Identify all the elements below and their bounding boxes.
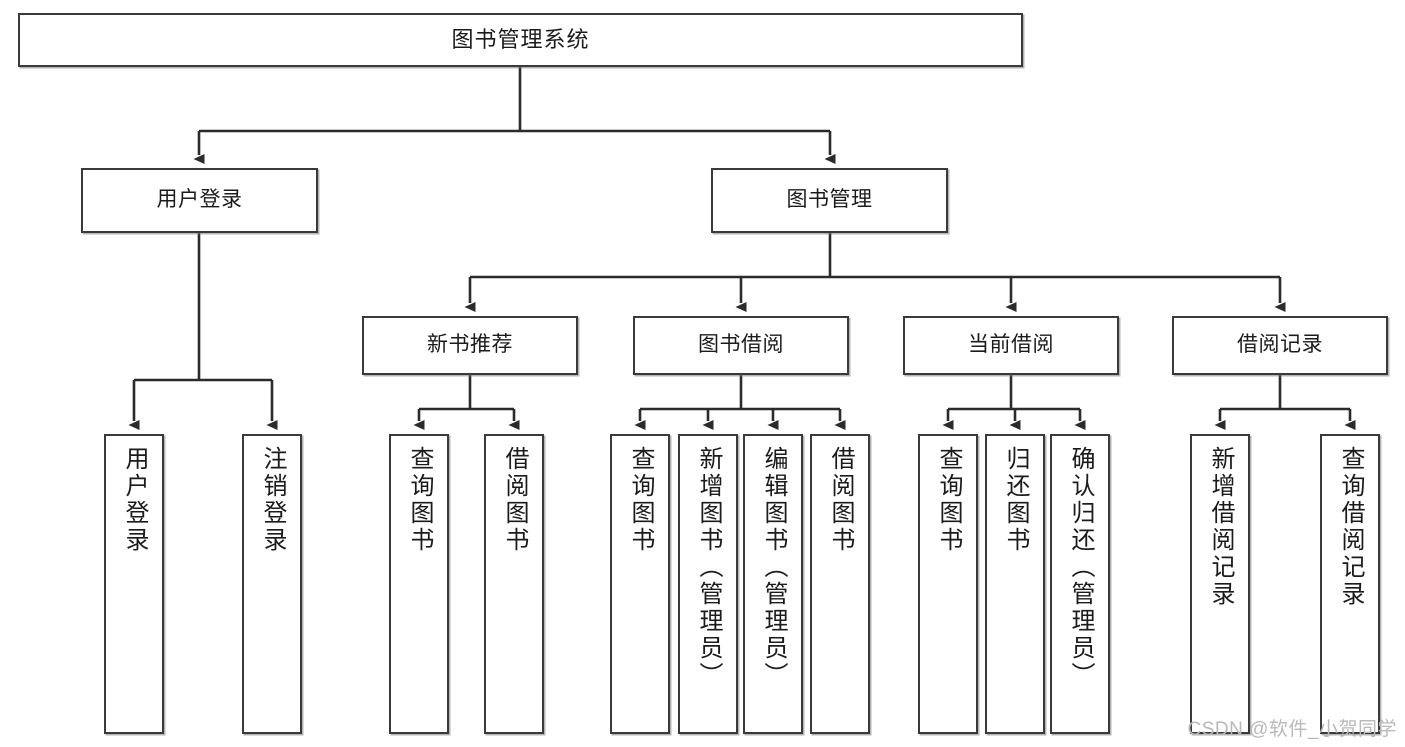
leaf-query-borrow-record[interactable]: 查询借阅记录 (1320, 434, 1380, 734)
leaf-borrow-book-recommend[interactable]: 借阅图书 (484, 434, 544, 734)
leaf-borrow-book-label: 借阅图书 (827, 446, 854, 554)
leaf-query-book-recommend-label: 查询图书 (406, 446, 433, 554)
node-root[interactable]: 图书管理系统 (18, 13, 1023, 67)
leaf-edit-book-admin-label: 编辑图书（管理员） (760, 446, 787, 689)
node-current-borrow-label: 当前借阅 (968, 333, 1054, 357)
leaf-query-book-recommend[interactable]: 查询图书 (389, 434, 449, 734)
leaf-edit-book-admin[interactable]: 编辑图书（管理员） (743, 434, 803, 734)
node-current-borrow[interactable]: 当前借阅 (903, 316, 1119, 375)
leaf-add-book-admin[interactable]: 新增图书（管理员） (678, 434, 738, 734)
leaf-logout-label: 注销登录 (259, 446, 286, 554)
node-new-book-recommend[interactable]: 新书推荐 (362, 316, 578, 375)
node-book-management-label: 图书管理 (786, 188, 873, 212)
node-user-login-label: 用户登录 (156, 188, 243, 212)
leaf-user-login[interactable]: 用户登录 (104, 434, 164, 734)
leaf-logout[interactable]: 注销登录 (242, 434, 302, 734)
leaf-add-book-admin-label: 新增图书（管理员） (695, 446, 722, 689)
leaf-borrow-book-recommend-label: 借阅图书 (501, 446, 528, 554)
node-book-management[interactable]: 图书管理 (711, 168, 948, 233)
leaf-confirm-return-admin-label: 确认归还（管理员） (1067, 446, 1094, 689)
leaf-borrow-book[interactable]: 借阅图书 (810, 434, 870, 734)
leaf-add-borrow-record[interactable]: 新增借阅记录 (1190, 434, 1250, 734)
node-book-borrow-label: 图书借阅 (698, 333, 784, 357)
leaf-return-book-label: 归还图书 (1002, 446, 1029, 554)
leaf-query-book-borrow-label: 查询图书 (627, 446, 654, 554)
leaf-confirm-return-admin[interactable]: 确认归还（管理员） (1050, 434, 1110, 734)
leaf-query-borrow-record-label: 查询借阅记录 (1337, 446, 1364, 608)
node-root-label: 图书管理系统 (451, 27, 590, 53)
leaf-add-borrow-record-label: 新增借阅记录 (1207, 446, 1234, 608)
node-borrow-records[interactable]: 借阅记录 (1172, 316, 1388, 375)
leaf-query-book-current-label: 查询图书 (935, 446, 962, 554)
node-book-borrow[interactable]: 图书借阅 (633, 316, 849, 375)
node-borrow-records-label: 借阅记录 (1237, 333, 1323, 357)
node-new-book-recommend-label: 新书推荐 (427, 333, 513, 357)
leaf-query-book-current[interactable]: 查询图书 (918, 434, 978, 734)
leaf-query-book-borrow[interactable]: 查询图书 (610, 434, 670, 734)
leaf-return-book[interactable]: 归还图书 (985, 434, 1045, 734)
node-user-login[interactable]: 用户登录 (81, 168, 318, 233)
leaf-user-login-label: 用户登录 (121, 446, 148, 554)
